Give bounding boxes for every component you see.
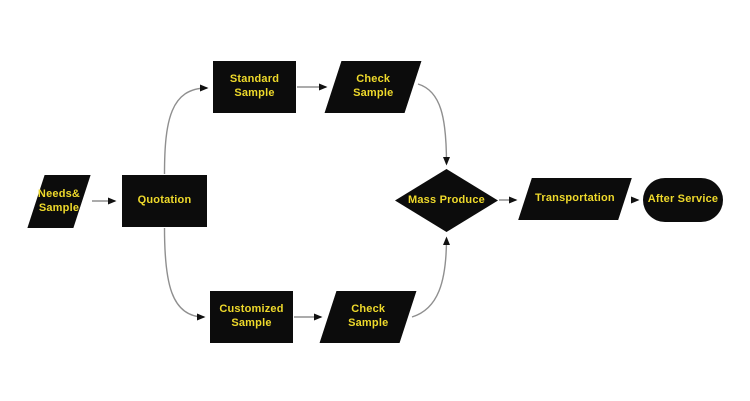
node-transportation-label: Transportation — [535, 192, 615, 205]
node-customized-sample: Customized Sample — [210, 291, 293, 343]
node-mass-produce: Mass Produce — [395, 169, 498, 232]
node-standard-sample-label: Standard Sample — [229, 73, 280, 99]
node-check-sample-top: Check Sample — [324, 61, 422, 113]
node-mass-produce-label: Mass Produce — [408, 193, 485, 206]
edge-check-sample-top-to-mass-produce — [417, 83, 450, 166]
node-quotation: Quotation — [122, 175, 207, 227]
node-after-service: After Service — [643, 178, 723, 222]
node-transportation: Transportation — [518, 178, 632, 220]
edge-quotation-to-customized-sample — [163, 227, 206, 321]
node-check-sample-bottom-label: Check Sample — [347, 303, 389, 329]
node-check-sample-bottom: Check Sample — [319, 291, 417, 343]
node-check-sample-top-label: Check Sample — [352, 73, 394, 99]
node-needs-sample-label: Needs& Sample — [37, 187, 81, 214]
edge-quotation-to-standard-sample — [163, 84, 209, 175]
edge-check-sample-bottom-to-mass-produce — [411, 236, 450, 318]
node-standard-sample: Standard Sample — [213, 61, 296, 113]
node-quotation-label: Quotation — [137, 194, 192, 207]
node-customized-sample-label: Customized Sample — [219, 303, 284, 329]
node-after-service-label: After Service — [647, 193, 719, 206]
